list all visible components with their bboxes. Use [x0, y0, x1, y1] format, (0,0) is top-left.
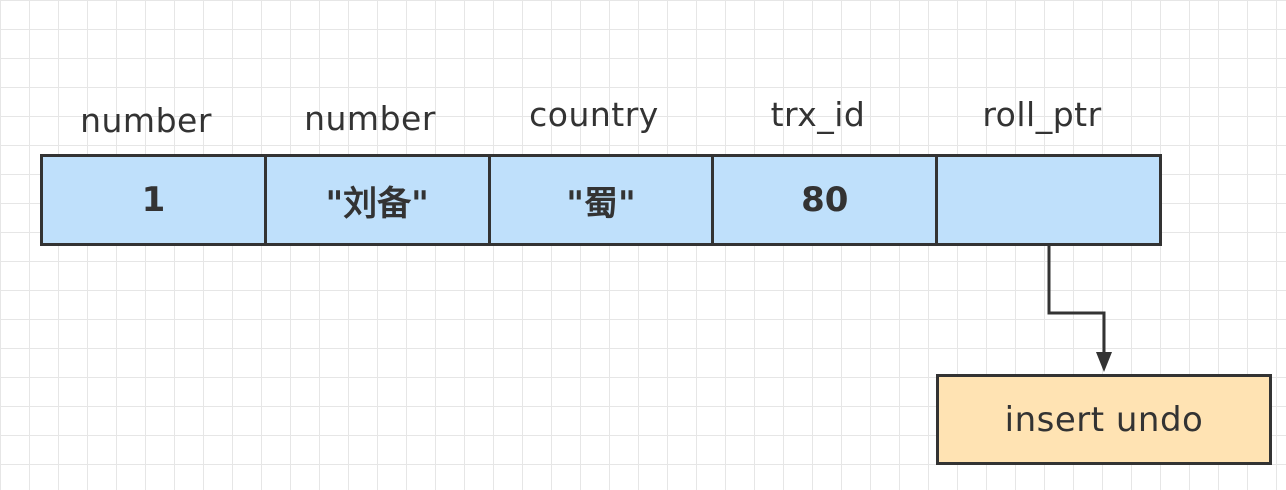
insert-undo-box: insert undo — [936, 374, 1272, 465]
cell-number-id: 1 — [43, 157, 267, 243]
insert-undo-label: insert undo — [1004, 399, 1204, 440]
cell-trx-id: 80 — [714, 157, 939, 243]
connector-line — [1047, 246, 1106, 352]
arrowhead-icon — [1096, 352, 1112, 372]
cell-number-name: "刘备" — [267, 157, 491, 243]
column-header-trx-id: trx_id — [770, 95, 866, 134]
record-row: 1 "刘备" "蜀" 80 — [40, 154, 1162, 246]
column-header-roll-ptr: roll_ptr — [982, 95, 1102, 134]
column-header-country: country — [529, 95, 659, 134]
cell-country: "蜀" — [491, 157, 715, 243]
column-header-number-2: number — [304, 99, 436, 138]
column-header-number-1: number — [80, 101, 212, 140]
